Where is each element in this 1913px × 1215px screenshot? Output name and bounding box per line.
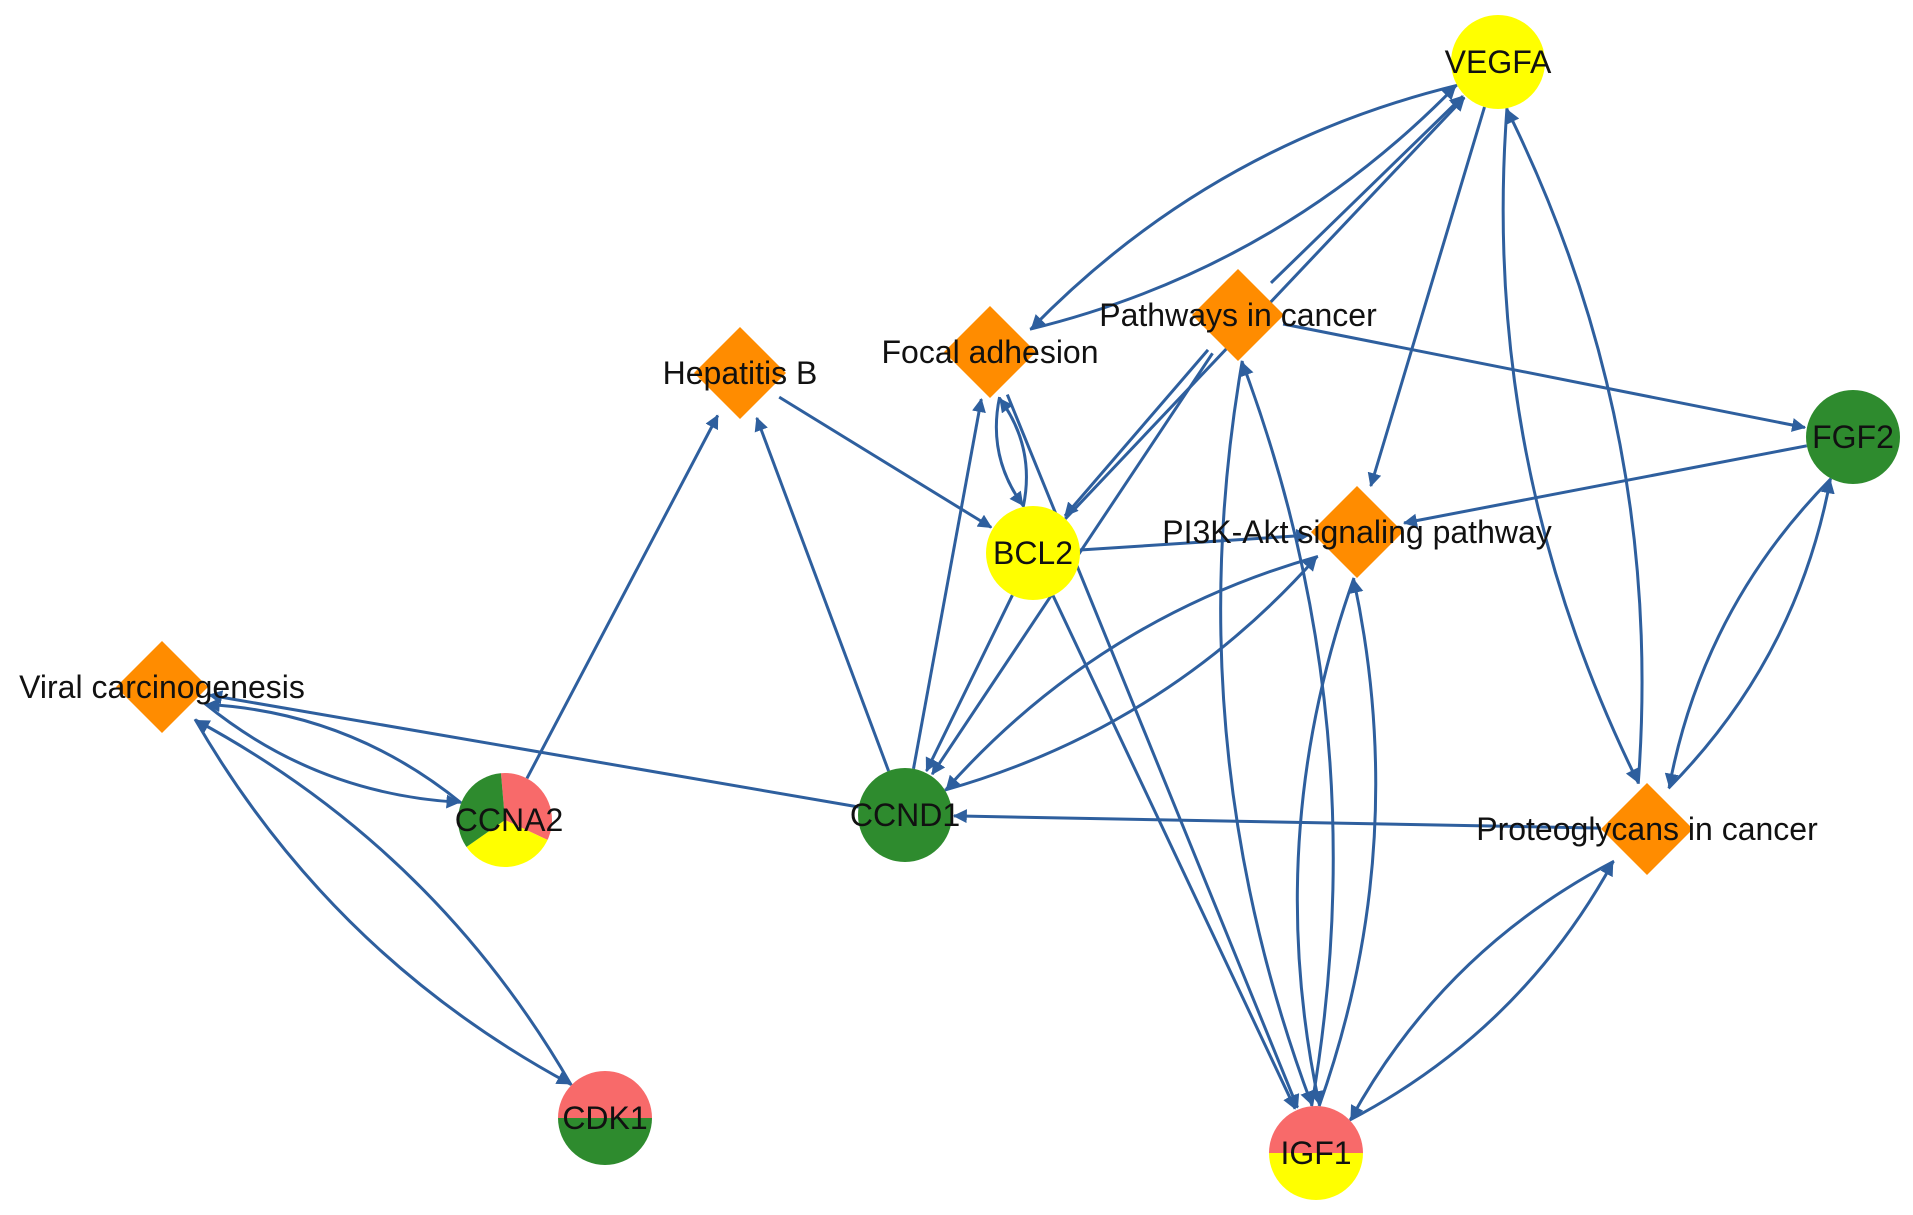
fgf2-label: FGF2 [1812, 419, 1894, 455]
vegfa-label: VEGFA [1445, 44, 1552, 80]
edge-bcl2-to-pi3k [1079, 528, 1311, 552]
edge-pic-to-vegfa [1269, 95, 1464, 284]
edge-proteo-to-vegfa [1505, 109, 1644, 784]
edge-igf1-to-pi3k [1317, 578, 1378, 1107]
node-pi3k[interactable] [1311, 486, 1403, 578]
node-pic[interactable] [1192, 269, 1284, 361]
edge-igf1-to-proteo [1348, 861, 1615, 1122]
edge-proteo-to-igf1 [1349, 859, 1615, 1120]
vegfa-circle-shape [1451, 15, 1545, 109]
node-igf1[interactable] [1265, 1102, 1367, 1204]
cdk1-label: CDK1 [562, 1100, 647, 1136]
edge-ccnd1-to-focal [912, 398, 986, 770]
bcl2-label: BCL2 [993, 535, 1073, 571]
edge-vegfa-to-focal [1030, 83, 1458, 330]
edge-bcl2-to-ccnd1 [925, 594, 1014, 773]
pi3k-label: PI3K-Akt signaling pathway [1162, 514, 1552, 550]
bcl2-circle-shape [986, 506, 1080, 600]
edge-ccna2-to-viral [205, 698, 463, 805]
pi3k-diamond-shape [1311, 486, 1403, 578]
node-cdk1[interactable] [554, 1067, 656, 1169]
edge-ccna2-to-hepb [525, 414, 720, 780]
pic-label: Pathways in cancer [1099, 297, 1377, 333]
edge-vegfa-to-proteo [1501, 107, 1640, 783]
igf1-slice-yellow [1269, 1153, 1363, 1200]
node-focal[interactable] [944, 306, 1036, 398]
edge-pic-to-bcl2 [1063, 348, 1210, 517]
igf1-pie-shape [1269, 1106, 1363, 1200]
hepb-label: Hepatitis B [663, 355, 818, 391]
edge-focal-to-igf1 [1005, 394, 1300, 1109]
edge-viral-to-cdk1 [193, 718, 571, 1086]
ccna2-slice-yellow [463, 820, 552, 867]
igf1-label: IGF1 [1280, 1135, 1351, 1171]
edge-focal-to-bcl2 [994, 396, 1024, 507]
node-viral[interactable] [116, 641, 208, 733]
edge-bcl2-to-igf1 [1051, 594, 1297, 1110]
edge-fgf2-to-pi3k [1402, 444, 1808, 528]
focal-diamond-shape [944, 306, 1036, 398]
viral-label: Viral carcinogenesis [19, 669, 305, 705]
edge-ccnd1-to-hepb [754, 416, 891, 772]
node-ccnd1[interactable] [858, 768, 952, 862]
hepb-diamond-shape [694, 327, 786, 419]
edge-pi3k-to-ccnd1 [945, 554, 1319, 790]
proteo-diamond-shape [1601, 783, 1693, 875]
ccnd1-circle-shape [858, 768, 952, 862]
node-proteo[interactable] [1601, 783, 1693, 875]
edge-proteo-to-ccnd1 [952, 809, 1602, 830]
edge-cdk1-to-viral [195, 719, 573, 1086]
edge-pi3k-to-igf1 [1295, 577, 1356, 1106]
edge-vegfa-to-pi3k [1367, 106, 1486, 488]
edge-ccnd1-to-pi3k [944, 556, 1318, 792]
fgf2-circle-shape [1806, 390, 1900, 484]
edge-viral-to-ccna2 [203, 702, 461, 809]
cdk1-pie-shape [558, 1071, 652, 1165]
nodes-layer [116, 15, 1900, 1204]
cdk1-slice-green [558, 1118, 652, 1165]
edge-igf1-to-pic [1240, 361, 1335, 1107]
edge-pic-to-fgf2 [1282, 322, 1807, 432]
ccna2-label: CCNA2 [455, 802, 563, 838]
proteo-label: Proteoglycans in cancer [1476, 811, 1818, 847]
igf1-slice-red [1269, 1106, 1363, 1153]
cdk1-slice-red [558, 1071, 652, 1118]
edges-layer [193, 83, 1835, 1122]
edge-hepb-to-bcl2 [778, 395, 993, 529]
node-bcl2[interactable] [986, 506, 1080, 600]
pic-diamond-shape [1192, 269, 1284, 361]
focal-label: Focal adhesion [881, 334, 1098, 370]
viral-diamond-shape [116, 641, 208, 733]
node-vegfa[interactable] [1451, 15, 1545, 109]
edge-pic-to-igf1 [1219, 360, 1314, 1106]
ccnd1-label: CCND1 [850, 797, 960, 833]
node-fgf2[interactable] [1806, 390, 1900, 484]
edge-ccnd1-to-viral [208, 690, 859, 809]
edge-focal-to-vegfa [1029, 85, 1457, 331]
edge-bcl2-to-focal [998, 397, 1028, 508]
node-hepb[interactable] [694, 327, 786, 419]
edge-fgf2-to-proteo [1664, 477, 1833, 788]
edge-proteo-to-fgf2 [1667, 479, 1835, 790]
